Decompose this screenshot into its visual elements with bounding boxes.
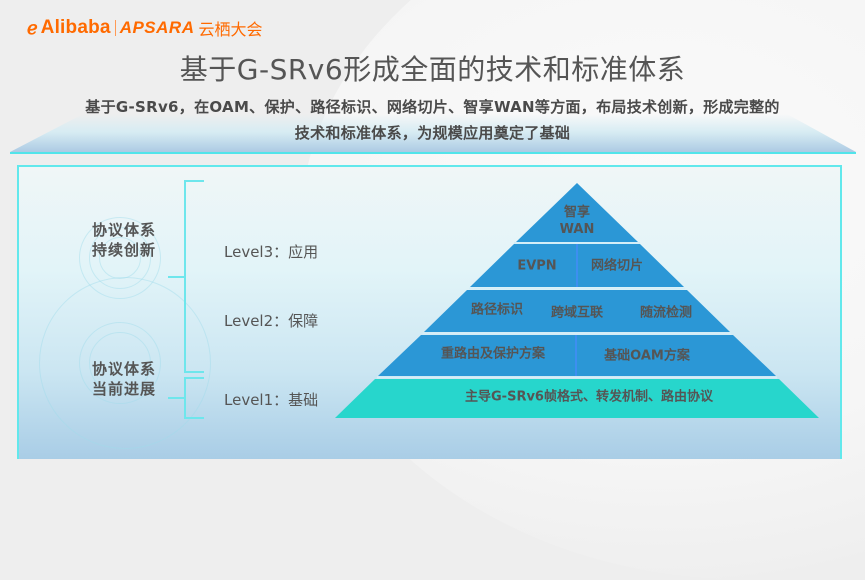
in-flow-detection-label: 随流检测 bbox=[639, 305, 693, 321]
tier-apex-label: 智享 WAN bbox=[560, 204, 595, 238]
alibaba-mark-icon: ℯ bbox=[27, 17, 38, 38]
side-label-line: 当前进展 bbox=[92, 380, 157, 398]
network-slicing-label: 网络切片 bbox=[590, 258, 644, 274]
subtitle-banner bbox=[10, 114, 856, 154]
pyramid-diagram bbox=[335, 183, 819, 418]
pyramid-tier-assurance-upper bbox=[424, 290, 730, 332]
side-label-line: 协议体系 bbox=[92, 221, 157, 239]
cross-domain-label: 跨域互联 bbox=[550, 305, 604, 321]
bracket-line bbox=[184, 377, 186, 419]
logo-brand: Alibaba bbox=[40, 17, 111, 38]
side-label-continuous-innovation: 协议体系 持续创新 bbox=[92, 220, 162, 260]
side-label-current-progress: 协议体系 当前进展 bbox=[92, 359, 162, 399]
bracket-tick bbox=[168, 397, 185, 399]
subtitle-line-2: 技术和标准体系，为规模应用奠定了基础 bbox=[294, 124, 571, 142]
level2-label: Level2：保障 bbox=[224, 312, 319, 330]
level3-label: Level3：应用 bbox=[224, 243, 319, 261]
banner-underline bbox=[10, 152, 856, 154]
subtitle-line-1: 基于G-SRv6，在OAM、保护、路径标识、网络切片、智享WAN等方面，布局技术… bbox=[85, 98, 780, 116]
circle-decoration bbox=[39, 277, 211, 449]
side-label-line: 协议体系 bbox=[92, 360, 157, 378]
logo-event: 云栖大会 bbox=[198, 22, 263, 39]
slide-title: 基于G-SRv6形成全面的技术和标准体系 bbox=[179, 53, 686, 86]
level1-label: Level1：基础 bbox=[224, 391, 319, 409]
logo-product: APSARA bbox=[119, 18, 195, 37]
pyramid-tier-apex bbox=[516, 183, 638, 242]
basic-oam-label: 基础OAM方案 bbox=[604, 348, 690, 364]
pyramid-tier-base bbox=[335, 379, 819, 418]
smart-wan-line1: 智享 bbox=[563, 205, 591, 220]
bracket-tick bbox=[168, 276, 185, 278]
bracket-line bbox=[184, 180, 186, 373]
reroute-protection-label: 重路由及保护方案 bbox=[440, 346, 546, 362]
bracket-line bbox=[184, 371, 204, 373]
bracket-line bbox=[184, 417, 204, 419]
bracket-line bbox=[184, 377, 204, 379]
alibaba-apsara-logo: ℯ Alibaba APSARA 云栖大会 bbox=[27, 16, 263, 40]
evpn-label: EVPN bbox=[517, 258, 557, 274]
logo-divider bbox=[114, 20, 116, 36]
smart-wan-line2: WAN bbox=[559, 222, 595, 237]
bracket-line bbox=[184, 180, 204, 182]
path-identification-label: 路径标识 bbox=[470, 302, 524, 318]
side-label-line: 持续创新 bbox=[92, 241, 157, 259]
base-protocol-label: 主导G-SRv6帧格式、转发机制、路由协议 bbox=[465, 389, 713, 405]
